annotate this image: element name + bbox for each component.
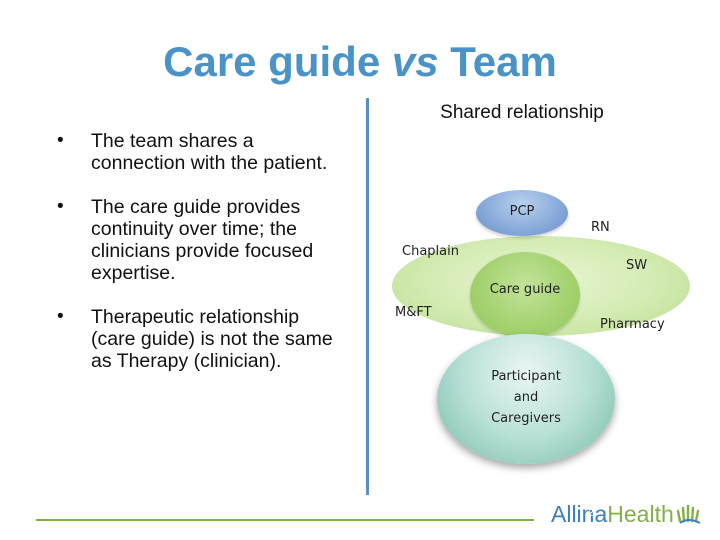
bullet-text: Therapeutic relationship (care guide) is… xyxy=(91,306,333,372)
logo-text-allina: Allina xyxy=(551,501,608,527)
footer-divider xyxy=(36,519,534,521)
allina-health-logo: AllinaHealth xyxy=(551,501,674,527)
rn-label: RN xyxy=(591,220,610,235)
vertical-divider xyxy=(366,98,369,495)
bullet-dot-icon: • xyxy=(57,130,64,151)
sw-label: SW xyxy=(626,258,648,273)
participant-line-3: Caregivers xyxy=(491,411,561,426)
care-guide-label: Care guide xyxy=(489,282,561,297)
bullet-item: • The care guide provides continuity over… xyxy=(55,196,345,284)
bullet-list: • The team shares a connection with the p… xyxy=(55,130,345,394)
pcp-bubble: PCP xyxy=(476,190,568,236)
bullet-text: The care guide provides continuity over … xyxy=(91,196,314,284)
bullet-text: The team shares a connection with the pa… xyxy=(91,130,328,174)
slide-title: Care guide vs Team xyxy=(0,38,720,86)
title-part-1: Care guide xyxy=(163,38,392,85)
participant-line-1: Participant xyxy=(491,369,561,384)
shared-relationship-label: Shared relationship xyxy=(440,102,604,123)
mft-label: M&FT xyxy=(395,305,432,320)
pcp-label: PCP xyxy=(509,204,535,219)
logo-text-health: Health xyxy=(607,501,674,527)
care-guide-bubble: Care guide xyxy=(470,252,580,338)
bullet-dot-icon: • xyxy=(57,196,64,217)
bullet-item: • Therapeutic relationship (care guide) i… xyxy=(55,306,345,372)
chaplain-label: Chaplain xyxy=(402,244,459,259)
participant-line-2: and xyxy=(513,390,539,405)
bullet-item: • The team shares a connection with the p… xyxy=(55,130,345,174)
page-number: 2 xyxy=(588,508,594,519)
logo-leaf-icon xyxy=(676,504,701,524)
title-part-2: vs xyxy=(391,38,439,85)
title-part-3: Team xyxy=(438,38,557,85)
pharmacy-label: Pharmacy xyxy=(600,317,665,332)
bullet-dot-icon: • xyxy=(57,306,64,327)
